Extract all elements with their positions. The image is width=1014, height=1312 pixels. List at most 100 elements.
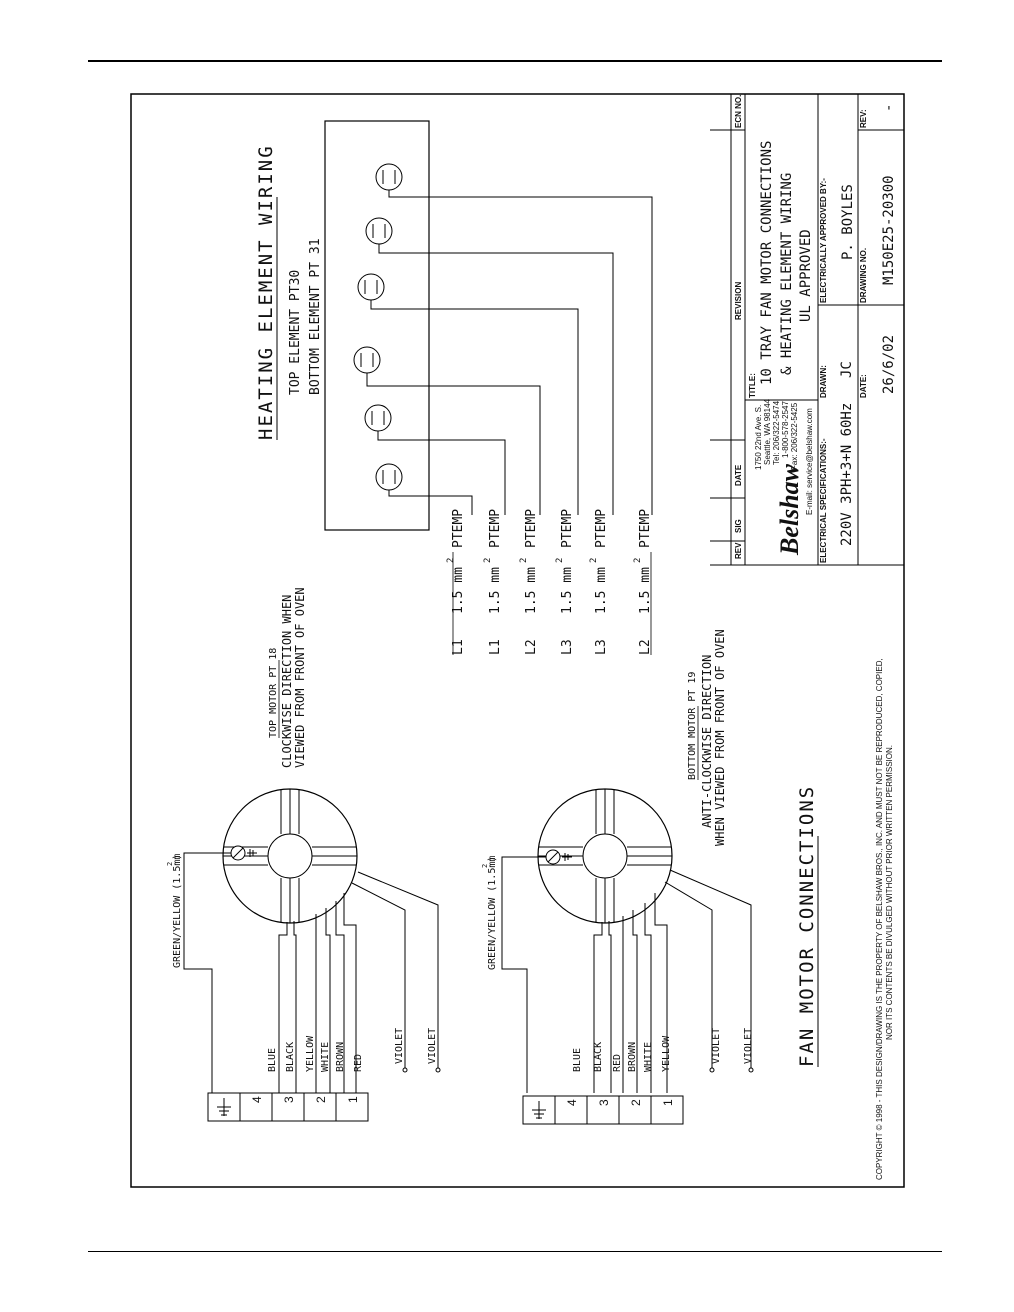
rev-field-label: REV: [859, 109, 868, 128]
footer-rule [88, 1251, 942, 1252]
bottom-terminal-block: 4 3 2 1 [522, 1095, 684, 1125]
svg-text:2: 2 [483, 558, 493, 563]
bottom-motor: BOTTOM MOTOR PT 19 ANTI-CLOCKWISE DIRECT… [481, 629, 754, 1125]
rev-col-label: REV [734, 542, 743, 559]
date-col-label: DATE [734, 464, 743, 486]
svg-text:L3: L3 [594, 639, 609, 655]
svg-text:L1: L1 [488, 639, 503, 655]
svg-text:L2: L2 [638, 639, 653, 655]
svg-text:): ) [172, 854, 183, 860]
terminal-number: 1 [661, 1099, 675, 1106]
terminal-number: 3 [282, 1096, 296, 1103]
ground-wire [501, 856, 546, 1093]
wire-color-label: YELLOW [305, 1035, 316, 1072]
element-terminal [365, 217, 393, 245]
element-terminal [375, 463, 403, 491]
email-line: E-mail: service@belshaw.com [805, 408, 814, 515]
drawn-value: JC [839, 361, 855, 378]
top-terminal-block: 4 3 2 1 [207, 1092, 369, 1122]
drawing-no-value: M150E25-20300 [881, 175, 897, 285]
svg-text:PTEMP: PTEMP [638, 509, 653, 548]
approved-value: P. BOYLES [840, 184, 856, 260]
svg-text:1.5 mm: 1.5 mm [638, 567, 653, 614]
sig-col-label: SIG [734, 519, 743, 533]
address-line: 1750 22nd Ave. S. [754, 405, 763, 470]
svg-text:L3: L3 [560, 639, 575, 655]
wire-color-label: VIOLET [394, 1028, 405, 1064]
date-value: 26/6/02 [881, 335, 897, 394]
wire-color-label: BROWN [627, 1042, 638, 1072]
svg-text:L2: L2 [524, 639, 539, 655]
heating-wire [366, 373, 541, 515]
top-motor: TOP MOTOR PT 18 CLOCKWISE DIRECTION WHEN… [166, 587, 441, 1122]
ground-screw-icon [545, 849, 572, 865]
title-block: REV SIG DATE REVISION ECN NO. TITLE: ELE… [710, 94, 904, 1180]
belshaw-logo: Belshaw [775, 463, 804, 556]
bottom-element-label: BOTTOM ELEMENT PT 31 [308, 238, 323, 395]
svg-text:PTEMP: PTEMP [594, 509, 609, 548]
svg-text:2: 2 [166, 862, 174, 866]
terminal-number: 4 [565, 1099, 579, 1106]
heating-wire-label: L3 1.5 mm 2 PTEMP [555, 509, 575, 655]
top-motor-direction-line1: CLOCKWISE DIRECTION WHEN [280, 595, 294, 768]
ground-screw-icon [230, 845, 257, 861]
heating-wire [378, 244, 614, 515]
svg-text:L1: L1 [451, 639, 466, 655]
bottom-motor-heading: BOTTOM MOTOR PT 19 [687, 672, 698, 780]
terminal-number: 1 [346, 1096, 360, 1103]
elec-spec-value: 220V 3PH+3+N 60Hz [839, 403, 855, 546]
title-line-1: 10 TRAY FAN MOTOR CONNECTIONS [759, 141, 775, 385]
header-rule [88, 60, 942, 62]
ground-wire-label: GREEN/YELLOW (1.5mm [487, 856, 498, 970]
terminal-number: 3 [597, 1099, 611, 1106]
ground-wire-label: GREEN/YELLOW (1.5mm [172, 854, 183, 968]
date-field-label: DATE: [859, 374, 868, 398]
terminal-number: 2 [629, 1099, 643, 1106]
drawing-no-label: DRAWING NO. [859, 248, 868, 303]
element-box [324, 120, 430, 531]
revision-col-label: REVISION [734, 282, 743, 320]
heating-wire-label: L1 1.5 mm 2 PTEMP [446, 509, 466, 655]
svg-text:1.5 mm: 1.5 mm [488, 567, 503, 614]
heating-element-section: HEATING ELEMENT WIRING TOP ELEMENT PT30 … [255, 120, 653, 655]
address-line: 1-800-578-2547 [781, 401, 790, 458]
svg-text:1.5 mm: 1.5 mm [560, 567, 575, 614]
wire-color-label: WHITE [643, 1042, 654, 1072]
element-terminal [353, 346, 381, 374]
wire-color-label: BLUE [267, 1048, 278, 1072]
bottom-motor-direction-line1: ANTI-CLOCKWISE DIRECTION [700, 655, 714, 828]
ground-symbol-icon [532, 1101, 546, 1119]
wire-color-label: BLUE [572, 1048, 583, 1072]
svg-text:1.5 mm: 1.5 mm [451, 567, 466, 614]
wire-color-label: BLACK [285, 1042, 296, 1072]
ground-symbol-icon [217, 1098, 231, 1116]
fan-title: FAN MOTOR CONNECTIONS [796, 785, 818, 1067]
top-element-label: TOP ELEMENT PT30 [288, 270, 303, 395]
drawing-border [130, 93, 905, 1188]
element-terminal [357, 273, 385, 301]
svg-text:1.5 mm: 1.5 mm [524, 567, 539, 614]
svg-text:PTEMP: PTEMP [524, 509, 539, 548]
elec-spec-label: ELECTRICAL SPECIFICATIONS:- [819, 438, 828, 563]
title-field-label: TITLE: [748, 373, 757, 398]
element-terminal [364, 404, 392, 432]
address-line: Fax: 206/322-5425 [790, 402, 799, 470]
rev-value: - [881, 104, 897, 112]
wire-color-label: BLACK [593, 1042, 604, 1072]
top-motor-direction-line2: VIEWED FROM FRONT OF OVEN [293, 587, 307, 768]
wire-color-label: YELLOW [661, 1035, 672, 1072]
heating-title: HEATING ELEMENT WIRING [255, 144, 277, 440]
svg-text:PTEMP: PTEMP [560, 509, 575, 548]
svg-text:2: 2 [555, 558, 565, 563]
wire-color-label: WHITE [320, 1042, 331, 1072]
svg-text:PTEMP: PTEMP [451, 509, 466, 548]
heating-wire-label: L2 1.5 mm 2 PTEMP [633, 509, 653, 655]
wire-color-label: VIOLET [427, 1028, 438, 1064]
heating-wire [388, 190, 653, 515]
top-motor-hub [267, 833, 313, 879]
address-line: Tel: 206/322-5474 [772, 400, 781, 465]
approved-label: ELECTRICALLY APPROVED BY:- [819, 178, 828, 303]
heating-wire [388, 490, 473, 515]
